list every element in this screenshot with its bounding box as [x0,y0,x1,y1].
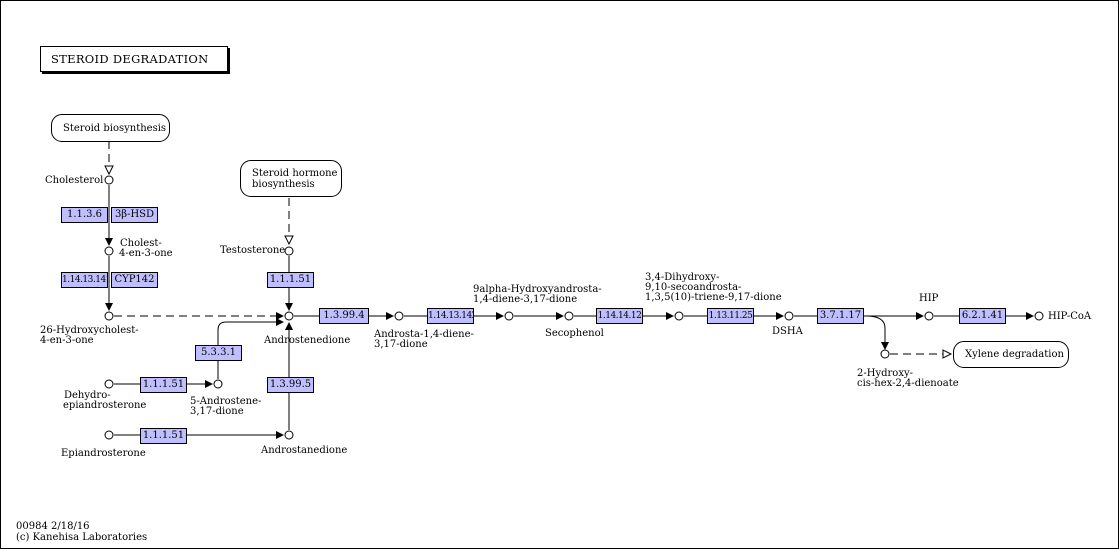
arrow-head [105,303,113,311]
compound-label-hip-coa: HIP-CoA [1048,311,1092,322]
compound-node-cholesterol[interactable] [104,175,114,185]
enzyme-box[interactable]: 1.14.13.142 [427,308,474,324]
arrow-head [276,431,284,439]
compound-label-cholestenone: Cholest- 4-en-3-one [119,238,173,259]
compound-node-androstadiene[interactable] [394,311,404,321]
arrow-head [205,380,213,388]
compound-node-dihydroxy[interactable] [674,311,684,321]
compound-node-androstenedione[interactable] [284,311,294,321]
open-arrow [104,165,114,176]
copyright: (c) Kanehisa Laboratories [16,532,148,543]
enzyme-box[interactable]: 5.3.3.1 [195,345,242,361]
arrow-head [776,312,784,320]
compound-label-androstanedione: Androstanedione [261,445,348,456]
compound-label-androstenedione: Androstenedione [264,335,351,346]
enzyme-box[interactable]: 3β-HSD [111,207,158,223]
arrow-head [881,342,889,350]
compound-label-hip: HIP [919,293,939,304]
arrow-head [276,318,284,326]
map-label-line2: biosynthesis [252,178,315,190]
map-label-line1: Steroid hormone [252,167,338,179]
compound-node-hydroxyhexa[interactable] [880,349,890,359]
compound-node-dsha[interactable] [784,311,794,321]
compound-node-hydroxycholestenone[interactable] [104,311,114,321]
compound-label-dhea: Dehydro- epiandrosterone [63,390,147,411]
compound-label-dihydroxy: 3,4-Dihydroxy- 9,10-secoandrosta- 1,3,5(… [645,272,782,303]
compound-label-testosterone: Testosterone [220,245,286,256]
compound-node-androstanedione[interactable] [284,430,294,440]
compound-node-cholestenone[interactable] [104,246,114,256]
arrow-head [276,312,284,320]
arrow-head [285,303,293,311]
arrow-head [666,312,674,320]
map-link-xylene-degradation[interactable]: Xylene degradation [953,341,1069,368]
enzyme-box[interactable]: 1.1.1.51 [140,377,187,393]
compound-node-hip-coa[interactable] [1034,311,1044,321]
map-label: Steroid biosynthesis [63,122,167,134]
compound-node-dhea[interactable] [104,379,114,389]
enzyme-box[interactable]: 1.13.11.25 [707,308,754,324]
compound-label-cholesterol: Cholesterol [45,175,104,186]
compound-node-hip[interactable] [924,311,934,321]
compound-label-hydroxyandrosta: 9alpha-Hydroxyandrosta- 1,4-diene-3,17-d… [473,284,602,305]
enzyme-box[interactable]: 1.1.3.6 [61,207,108,223]
enzyme-box[interactable]: 3.7.1.17 [817,308,864,324]
arrow-head [1026,312,1034,320]
enzyme-box[interactable]: 1.1.1.51 [267,272,314,288]
compound-label-epiandrosterone: Epiandrosterone [61,448,146,459]
compound-node-secophenol[interactable] [564,311,574,321]
map-title[interactable]: STEROID DEGRADATION [40,46,228,72]
arrow-head [916,312,924,320]
open-arrow [284,235,294,246]
compound-node-hydroxyandrosta[interactable] [504,311,514,321]
arrow-head [105,238,113,246]
arrow-head [496,312,504,320]
compound-label-hydroxyhexa: 2-Hydroxy- cis-hex-2,4-dienoate [857,368,959,389]
open-arrow [942,349,953,359]
enzyme-box[interactable]: 6.2.1.41 [959,308,1006,324]
compound-label-androstadiene: Androsta-1,4-diene- 3,17-dione [374,329,474,350]
map-id-date: 00984 2/18/16 [16,521,90,532]
edge-androstene-androstenedione [217,321,276,379]
enzyme-box[interactable]: CYP142 [111,272,158,288]
map-link-steroid-hormone-biosynthesis[interactable]: Steroid hormone biosynthesis [240,160,342,197]
enzyme-box[interactable]: 1.3.99.5 [267,377,314,393]
arrow-head [285,322,293,330]
arrow-head [556,312,564,320]
compound-label-androstene: 5-Androstene- 3,17-dione [190,396,262,417]
compound-label-hydroxycholestenone: 26-Hydroxycholest- 4-en-3-one [40,325,139,346]
compound-label-dsha: DSHA [772,326,803,337]
map-label: Xylene degradation [965,349,1064,360]
compound-node-epiandrosterone[interactable] [104,430,114,440]
compound-node-androstene[interactable] [213,379,223,389]
compound-label-secophenol: Secophenol [545,328,604,339]
map-link-steroid-biosynthesis[interactable]: Steroid biosynthesis [51,114,170,142]
enzyme-box[interactable]: 1.14.14.12 [596,308,643,324]
enzyme-box[interactable]: 1.14.13.141 [61,272,108,288]
footer-credit: 00984 2/18/16 (c) Kanehisa Laboratories [16,521,147,543]
arrow-head [386,312,394,320]
edge-dsha-hydroxyhexa [865,315,886,342]
enzyme-box[interactable]: 1.3.99.4 [319,308,369,324]
enzyme-box[interactable]: 1.1.1.51 [140,428,187,444]
compound-node-testosterone[interactable] [284,246,294,256]
